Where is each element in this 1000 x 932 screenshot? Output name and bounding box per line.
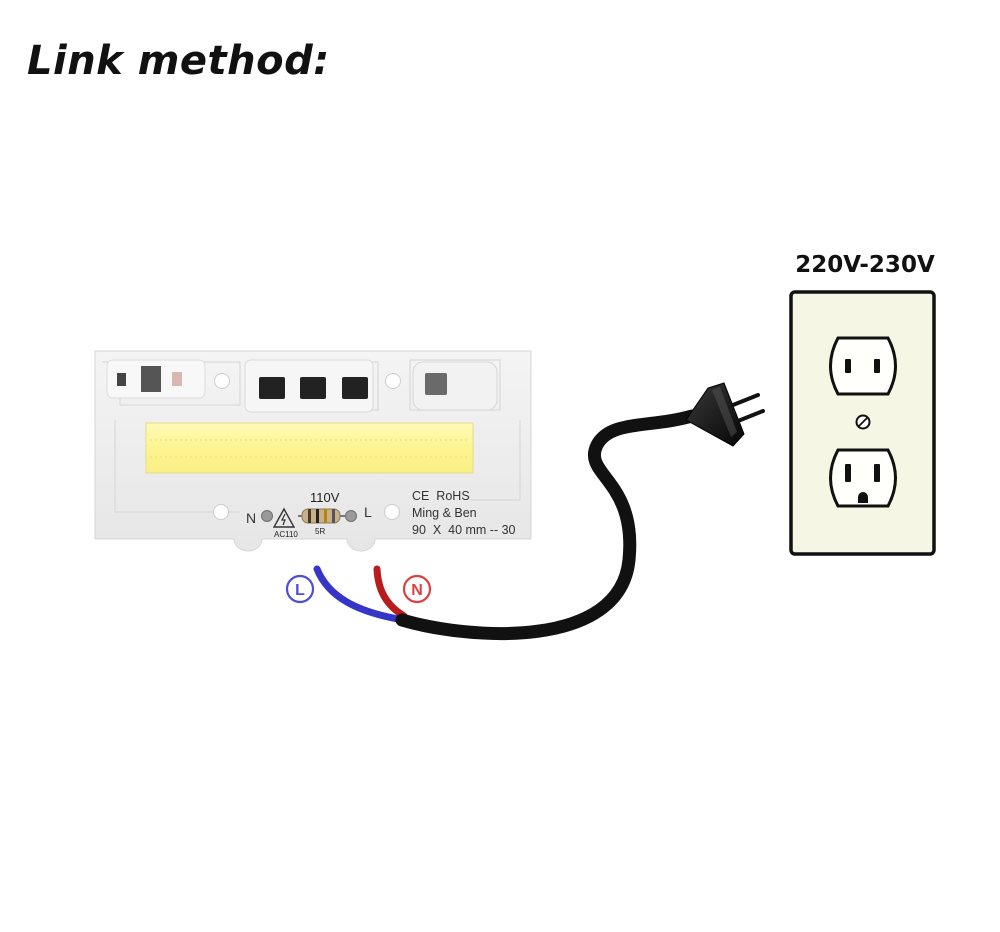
smd-component — [117, 373, 126, 386]
neutral-wire — [373, 565, 408, 620]
brand-marking: Ming & Ben — [412, 506, 477, 520]
cable-sheath — [395, 409, 699, 641]
mount-hole — [384, 504, 400, 520]
smd-resistor — [172, 372, 182, 386]
power-cable — [313, 409, 699, 641]
solder-pad-n — [261, 510, 273, 522]
pad-label-l: L — [364, 504, 372, 520]
warning-marking: AC110 — [274, 530, 298, 539]
warning-triangle-icon — [272, 507, 296, 528]
smd-chip — [141, 366, 161, 392]
led-cob-module: N L AC110 5R 110V CE RoHS Ming & Ben 90 … — [94, 350, 532, 552]
receptacle-upper — [829, 336, 897, 396]
voltage-label: 220V-230V — [795, 252, 935, 278]
live-badge-label: L — [295, 582, 305, 599]
resistor-component — [298, 508, 346, 524]
ic-chip-3 — [342, 377, 368, 399]
certification-marking: CE RoHS — [412, 489, 470, 503]
plug-icon — [685, 382, 765, 447]
neutral-badge-label: N — [411, 582, 423, 599]
live-wire — [313, 565, 408, 624]
smd-capacitor — [425, 373, 447, 395]
outlet-icon — [789, 290, 936, 556]
dimension-marking: 90 X 40 mm -- 30 — [412, 523, 516, 537]
ground-hole — [858, 492, 868, 503]
pad-label-n: N — [246, 510, 256, 526]
slot — [845, 359, 851, 373]
mount-hole — [213, 504, 229, 520]
voltage-marking: 110V — [310, 490, 340, 505]
resistor-marking: 5R — [315, 527, 325, 536]
led-strip — [145, 422, 474, 474]
slot — [874, 464, 880, 482]
live-badge: L — [285, 574, 315, 604]
page-title: Link method: — [27, 38, 330, 84]
slot — [845, 464, 851, 482]
mount-hole — [214, 373, 230, 389]
mount-hole — [385, 373, 401, 389]
ic-chip-2 — [300, 377, 326, 399]
neutral-badge: N — [402, 574, 432, 604]
plug-prong — [731, 393, 760, 407]
plug-prong — [736, 409, 765, 423]
ic-chip-1 — [259, 377, 285, 399]
slot — [874, 359, 880, 373]
solder-pad-l — [345, 510, 357, 522]
